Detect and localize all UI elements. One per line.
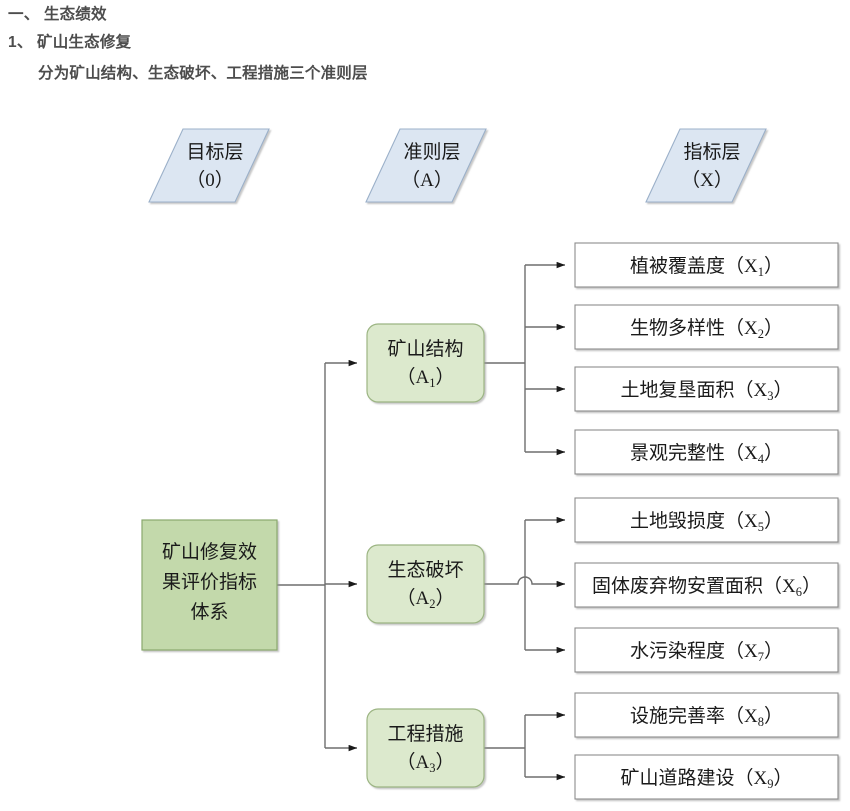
layer-header-code: （0） [186, 169, 234, 191]
indicator-node-label: 固体废弃物安置面积（X6） [592, 575, 821, 599]
criteria-node-code: （A3） [397, 751, 455, 775]
layer-header-shape [645, 128, 767, 203]
criteria-node-code: （A1） [397, 366, 455, 390]
indicator-node-label: 水污染程度（X7） [630, 640, 783, 664]
indicator-node-X2[interactable]: 生物多样性（X2） [574, 304, 839, 350]
heading-line-2: 1、 矿山生态修复 [8, 34, 132, 51]
indicator-node-box[interactable] [574, 562, 839, 608]
layer-header-shape [148, 128, 270, 203]
indicator-node-label: 设施完善率（X8） [630, 705, 783, 729]
heading-line-3: 分为矿山结构、生态破坏、工程措施三个准则层 [38, 65, 368, 82]
layer-header-title: 准则层 [403, 141, 460, 163]
layer-header-shape [365, 128, 487, 203]
indicator-node-label: 植被覆盖度（X1） [630, 255, 783, 279]
indicator-layer-header: 指标层 （X） [645, 128, 767, 203]
goal-node-line-2: 果评价指标 [162, 571, 257, 593]
criteria-node-box[interactable] [366, 544, 485, 624]
layer-header-code: （X） [681, 169, 733, 191]
indicator-node-box[interactable] [574, 242, 839, 288]
indicator-node-box[interactable] [574, 304, 839, 350]
goal-layer-header: 目标层 （0） [148, 128, 270, 203]
indicator-node-X7[interactable]: 水污染程度（X7） [574, 627, 839, 673]
criteria-node-box[interactable] [366, 708, 485, 788]
indicator-node-X1[interactable]: 植被覆盖度（X1） [574, 242, 839, 288]
indicator-node-box[interactable] [574, 692, 839, 738]
indicator-node-box[interactable] [574, 754, 839, 800]
layer-header-title: 目标层 [186, 141, 243, 163]
indicator-node-box[interactable] [574, 627, 839, 673]
layer-header-code: （A） [401, 169, 453, 191]
criteria-node-A2[interactable]: 生态破坏 （A2） [366, 544, 485, 624]
criteria-layer-header: 准则层 （A） [365, 128, 487, 203]
goal-node-box[interactable] [141, 519, 278, 651]
indicator-node-label: 土地复垦面积（X3） [621, 379, 793, 403]
indicator-node-X8[interactable]: 设施完善率（X8） [574, 692, 839, 738]
indicator-node-X3[interactable]: 土地复垦面积（X3） [574, 366, 839, 412]
goal-node-line-1: 矿山修复效 [162, 541, 257, 563]
indicator-node-label: 土地毁损度（X5） [630, 510, 783, 534]
indicator-node-X9[interactable]: 矿山道路建设（X9） [574, 754, 839, 800]
indicator-node-label: 生物多样性（X2） [630, 317, 783, 341]
criteria-node-title: 工程措施 [387, 723, 463, 745]
indicator-node-X4[interactable]: 景观完整性（X4） [574, 429, 839, 475]
goal-node-line-3: 体系 [190, 601, 228, 623]
criteria-node-title: 生态破坏 [387, 559, 463, 581]
criteria-node-code: （A2） [397, 587, 455, 611]
criteria-node-A1[interactable]: 矿山结构 （A1） [366, 323, 485, 403]
criteria-node-title: 矿山结构 [387, 338, 463, 360]
indicator-node-X6[interactable]: 固体废弃物安置面积（X6） [574, 562, 839, 608]
criteria-node-box[interactable] [366, 323, 485, 403]
indicator-node-box[interactable] [574, 497, 839, 543]
layer-header-title: 指标层 [683, 141, 740, 163]
criteria-node-A3[interactable]: 工程措施 （A3） [366, 708, 485, 788]
heading-line-1: 一、 生态绩效 [8, 6, 107, 23]
indicator-node-label: 景观完整性（X4） [630, 442, 783, 466]
indicator-node-box[interactable] [574, 429, 839, 475]
indicator-node-box[interactable] [574, 366, 839, 412]
indicator-node-X5[interactable]: 土地毁损度（X5） [574, 497, 839, 543]
indicator-node-label: 矿山道路建设（X9） [621, 767, 793, 791]
